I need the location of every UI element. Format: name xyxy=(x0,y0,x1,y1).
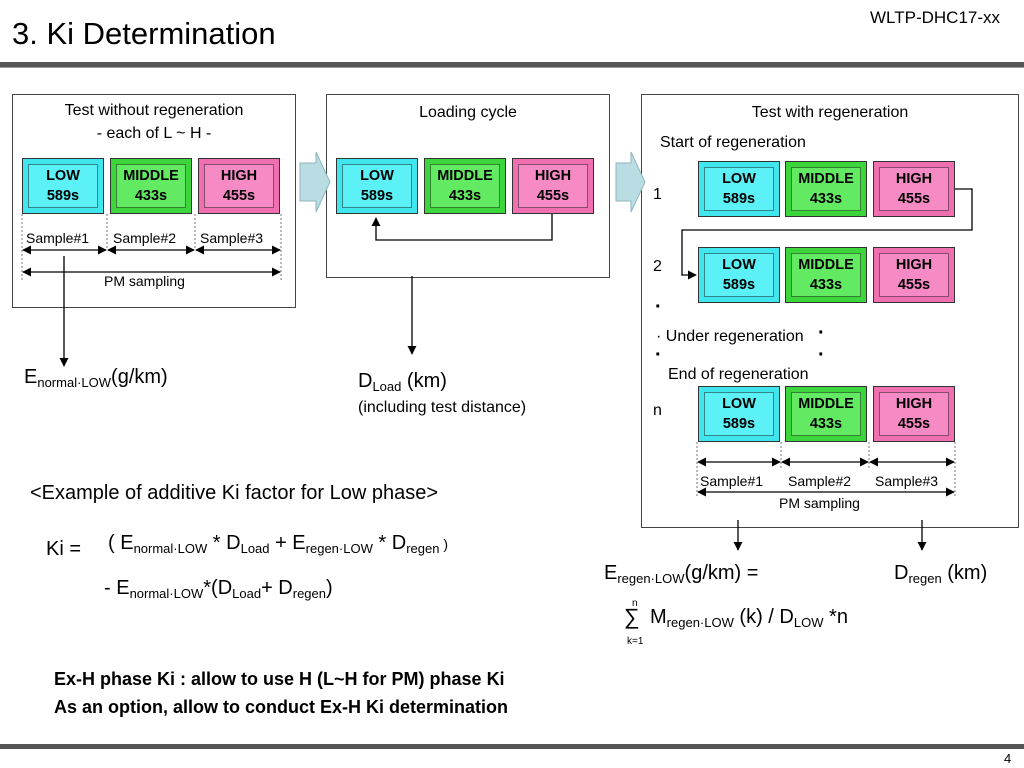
phase-name: HIGH xyxy=(895,396,933,412)
sample-label: Sample#2 xyxy=(788,473,852,489)
phase-name: HIGH xyxy=(895,257,933,273)
phase-low-box: LOW 589s xyxy=(336,158,418,214)
e-regen-low-label: Eregen·LOW(g/km) = xyxy=(604,562,759,586)
phase-high-box: HIGH 455s xyxy=(198,158,280,214)
phase-low-box: LOW 589s xyxy=(698,247,780,303)
sigma-lower: k=1 xyxy=(627,636,644,647)
document-id: WLTP-DHC17-xx xyxy=(870,8,1001,27)
page-number: 4 xyxy=(1004,751,1012,766)
phase-low-box: LOW 589s xyxy=(22,158,104,214)
phase-name: HIGH xyxy=(895,171,933,187)
phase-name: LOW xyxy=(722,171,756,187)
sample-label: Sample#2 xyxy=(113,230,177,246)
ellipsis-dot: · xyxy=(818,322,825,344)
phase-high-box: HIGH 455s xyxy=(512,158,594,214)
phase-low-box: LOW 589s xyxy=(698,161,780,217)
loop-arrow xyxy=(371,214,553,241)
phase-time: 433s xyxy=(448,188,482,204)
sample-label: Sample#1 xyxy=(26,230,90,246)
phase-name: MIDDLE xyxy=(798,257,854,273)
panel-title: Test with regeneration xyxy=(751,104,909,121)
phase-time: 433s xyxy=(134,188,168,204)
sample-label: Sample#3 xyxy=(875,473,939,489)
d-load-label: DLoad (km) xyxy=(358,370,447,394)
phase-time: 433s xyxy=(809,416,843,432)
phase-high-box: HIGH 455s xyxy=(873,247,955,303)
footer-divider xyxy=(0,744,1024,749)
phase-name: MIDDLE xyxy=(798,396,854,412)
phase-time: 589s xyxy=(722,416,756,432)
phase-time: 455s xyxy=(897,191,931,207)
phase-low-box: LOW 589s xyxy=(698,386,780,442)
phase-middle-box: MIDDLE 433s xyxy=(785,386,867,442)
phase-name: MIDDLE xyxy=(798,171,854,187)
phase-high-box: HIGH 455s xyxy=(873,386,955,442)
start-regeneration-label: Start of regeneration xyxy=(660,134,806,151)
example-heading: <Example of additive Ki factor for Low p… xyxy=(30,482,439,504)
row-number: n xyxy=(653,402,662,419)
e-normal-low-label: Enormal·LOW(g/km) xyxy=(24,366,168,390)
row-number: 2 xyxy=(653,258,662,275)
pm-sampling-label: PM sampling xyxy=(779,495,860,511)
phase-time: 589s xyxy=(360,188,394,204)
phase-name: HIGH xyxy=(220,168,258,184)
d-regen-label: Dregen (km) xyxy=(894,562,988,586)
phase-name: LOW xyxy=(722,396,756,412)
ki-formula-line1: ( Enormal·LOW * DLoad + Eregen·LOW * Dre… xyxy=(108,532,449,556)
phase-name: MIDDLE xyxy=(123,168,179,184)
header-divider xyxy=(0,62,1024,68)
ki-formula-line2: - Enormal·LOW*(DLoad+ Dregen) xyxy=(104,577,333,601)
under-regeneration-label: · Under regeneration xyxy=(656,328,804,345)
sigma-symbol: ∑ xyxy=(624,604,640,629)
phase-time: 589s xyxy=(722,191,756,207)
ki-label: Ki = xyxy=(46,538,82,560)
flow-arrow xyxy=(615,151,646,213)
ellipsis-dot: · xyxy=(655,296,662,318)
sample-label: Sample#1 xyxy=(700,473,764,489)
page-title: 3. Ki Determination xyxy=(12,16,276,51)
ellipsis-dot: · xyxy=(655,344,662,366)
d-load-note: (including test distance) xyxy=(358,399,527,416)
sigma-upper: n xyxy=(632,598,638,609)
phase-time: 455s xyxy=(222,188,256,204)
phase-middle-box: MIDDLE 433s xyxy=(785,247,867,303)
phase-time: 455s xyxy=(536,188,570,204)
phase-time: 589s xyxy=(722,277,756,293)
end-regeneration-label: End of regeneration xyxy=(668,366,809,383)
note-line-1: Ex-H phase Ki : allow to use H (L~H for … xyxy=(54,669,505,689)
row-link-arrow xyxy=(681,188,973,280)
panel-title-line2: - each of L ~ H - xyxy=(96,125,212,142)
phase-name: LOW xyxy=(360,168,394,184)
ellipsis-dot: · xyxy=(818,344,825,366)
note-line-2: As an option, allow to conduct Ex-H Ki d… xyxy=(54,697,509,717)
phase-name: LOW xyxy=(722,257,756,273)
phase-middle-box: MIDDLE 433s xyxy=(110,158,192,214)
pm-sampling-label: PM sampling xyxy=(104,273,185,289)
sample-label: Sample#3 xyxy=(200,230,264,246)
phase-middle-box: MIDDLE 433s xyxy=(785,161,867,217)
phase-time: 455s xyxy=(897,416,931,432)
panel-title: Loading cycle xyxy=(419,104,517,121)
regen-sum-formula: Mregen·LOW (k) / DLOW *n xyxy=(650,606,848,630)
flow-arrow xyxy=(299,151,331,213)
phase-name: HIGH xyxy=(534,168,572,184)
phase-time: 455s xyxy=(897,277,931,293)
row-number: 1 xyxy=(653,186,662,203)
phase-high-box: HIGH 455s xyxy=(873,161,955,217)
phase-name: LOW xyxy=(46,168,80,184)
phase-time: 589s xyxy=(46,188,80,204)
phase-name: MIDDLE xyxy=(437,168,493,184)
panel-title-line1: Test without regeneration xyxy=(64,102,244,119)
phase-time: 433s xyxy=(809,191,843,207)
phase-middle-box: MIDDLE 433s xyxy=(424,158,506,214)
phase-time: 433s xyxy=(809,277,843,293)
